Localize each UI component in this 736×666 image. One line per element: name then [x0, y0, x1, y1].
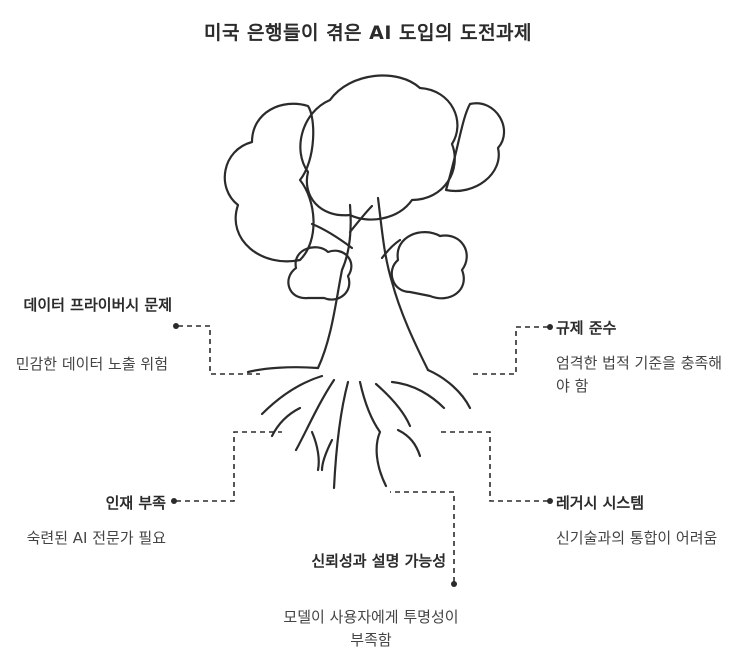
root-main-right	[428, 370, 470, 408]
canopy-right	[446, 103, 504, 191]
challenge-label-privacy: 데이터 프라이버시 문제	[10, 294, 172, 316]
canopy-small-right	[392, 232, 467, 298]
challenge-label-trust: 신뢰성과 설명 가능성	[286, 550, 446, 572]
canopy-left	[225, 104, 314, 262]
challenge-label-regulation: 규제 준수	[556, 317, 716, 339]
challenge-label-legacy: 레거시 시스템	[556, 492, 726, 514]
challenge-desc-regulation: 엄격한 법적 기준을 충족해야 함	[556, 352, 726, 398]
challenge-desc-legacy: 신기술과의 통합이 어려움	[556, 527, 726, 550]
root-main-left	[248, 367, 318, 372]
connector-privacy	[178, 326, 260, 374]
connector-talent	[176, 432, 282, 501]
challenge-desc-talent: 숙련된 AI 전문가 필요	[10, 527, 166, 550]
connector-regulation	[470, 327, 548, 374]
challenge-label-talent: 인재 부족	[20, 492, 166, 514]
trunk-right	[378, 198, 428, 370]
connector-legacy	[440, 432, 548, 501]
challenge-desc-privacy: 민감한 데이터 노출 위험	[10, 353, 168, 376]
challenge-desc-trust: 모델이 사용자에게 투명성이 부족함	[280, 606, 462, 652]
